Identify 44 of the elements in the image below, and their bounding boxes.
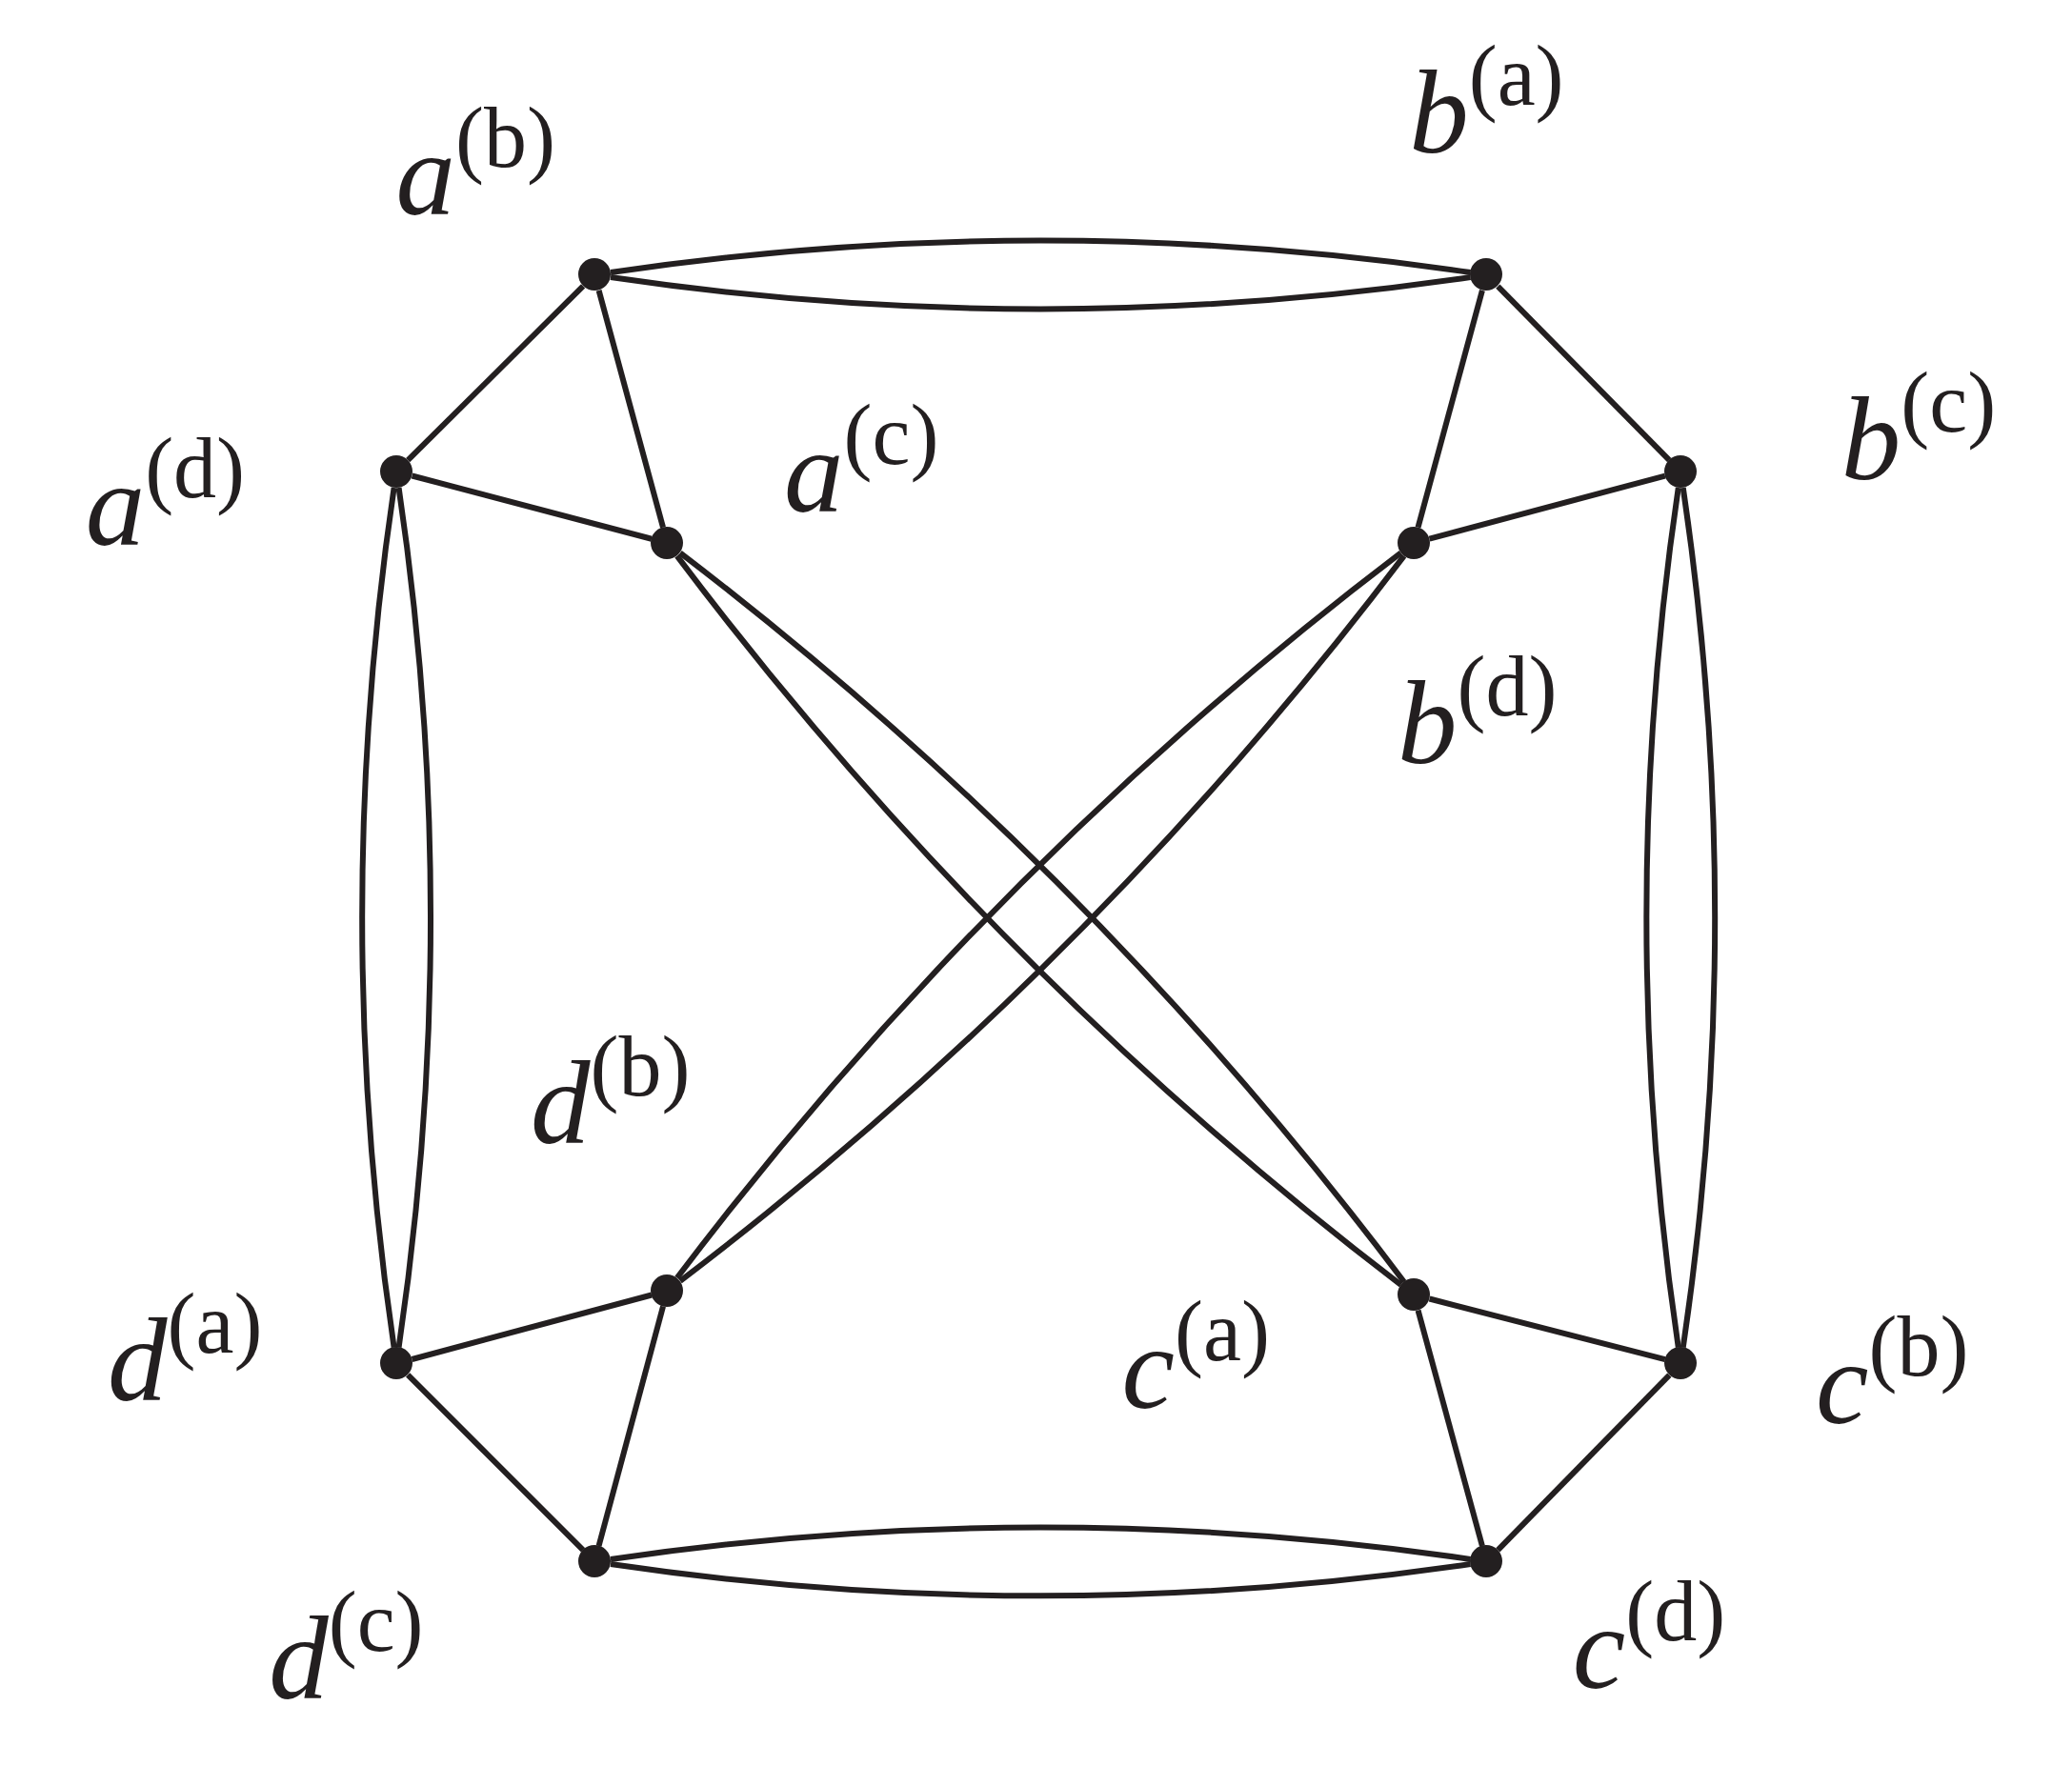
vertex-dot	[578, 258, 612, 291]
vertex-label: c$^{(d)}$	[1572, 1569, 1726, 1708]
vertex-label: d$^{(b)}$	[531, 1024, 691, 1164]
vertex-label: b$^{(d)}$	[1397, 644, 1558, 783]
graph-edge	[411, 472, 653, 542]
vertex-dot	[1664, 455, 1698, 489]
vertex-label: d$^{(a)}$	[108, 1280, 263, 1420]
graph-edge	[1680, 487, 1719, 1348]
vertex-label: a$^{(d)}$	[85, 426, 246, 565]
vertex-label: a$^{(b)}$	[395, 95, 556, 235]
graph-edge	[1496, 1373, 1672, 1553]
vertex-label: b$^{(c)}$	[1841, 360, 1997, 499]
graph-edge	[406, 284, 586, 463]
graph-edge	[595, 290, 666, 529]
graph-edge	[610, 237, 1471, 275]
vertex-label: b$^{(a)}$	[1409, 33, 1564, 172]
vertex-dot	[380, 1347, 413, 1380]
graph-edge	[595, 1305, 666, 1547]
vertex-dot	[578, 1545, 612, 1578]
vertex-dot	[380, 455, 413, 489]
graph-edge	[610, 1560, 1471, 1599]
vertex-dot	[1664, 1347, 1698, 1380]
graph-edge	[1643, 487, 1681, 1348]
graph-edge	[610, 1524, 1471, 1562]
vertex-dot	[1398, 1278, 1431, 1312]
vertex-dot	[1470, 1545, 1503, 1578]
graph-edge	[1428, 1295, 1666, 1363]
vertex-dot	[1398, 527, 1431, 560]
vertex-label: d$^{(c)}$	[269, 1579, 424, 1718]
graph-edge	[610, 274, 1471, 312]
vertex-label: c$^{(b)}$	[1815, 1304, 1969, 1444]
vertex-label: c$^{(a)}$	[1121, 1289, 1270, 1428]
graph-edge	[1496, 284, 1672, 463]
graph-edge	[1415, 1309, 1485, 1547]
graph-edge	[1415, 290, 1485, 529]
vertex-label: a$^{(c)}$	[784, 392, 939, 532]
vertex-dot	[1470, 258, 1503, 291]
graph-edge	[359, 487, 397, 1348]
graph-edge	[395, 487, 433, 1348]
graph-edge	[406, 1373, 586, 1553]
graph-edge	[1428, 472, 1666, 542]
vertex-dot	[651, 1274, 684, 1308]
vertex-dot	[651, 527, 684, 560]
graph-edge	[411, 1292, 653, 1362]
